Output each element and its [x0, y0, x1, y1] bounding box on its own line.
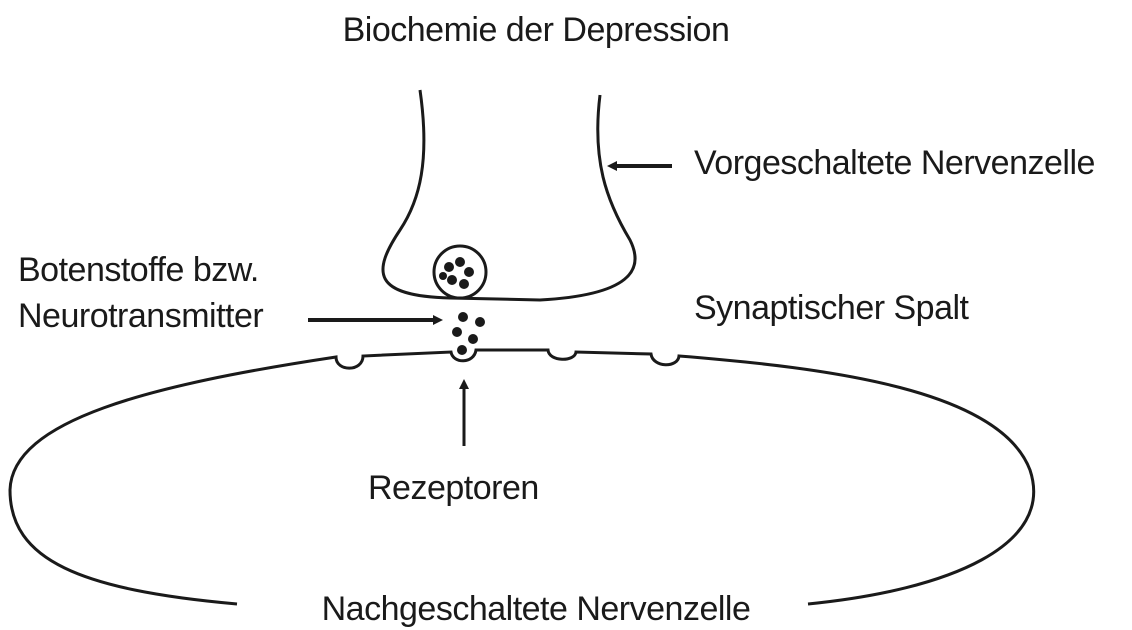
label-receptors: Rezeptoren	[368, 468, 539, 509]
vesicle	[434, 246, 486, 298]
label-postsynaptic-neuron: Nachgeschaltete Nervenzelle	[0, 589, 1072, 630]
diagram-title: Biochemie der Depression	[0, 10, 1072, 51]
label-synaptic-cleft: Synaptischer Spalt	[694, 288, 969, 329]
label-presynaptic-neuron: Vorgeschaltete Nervenzelle	[694, 143, 1095, 184]
vesicle-neurotransmitters	[439, 257, 474, 289]
presynaptic-terminal	[383, 90, 635, 300]
label-messengers-line2: Neurotransmitter	[18, 296, 263, 337]
label-messengers-line1: Botenstoffe bzw.	[18, 250, 259, 291]
